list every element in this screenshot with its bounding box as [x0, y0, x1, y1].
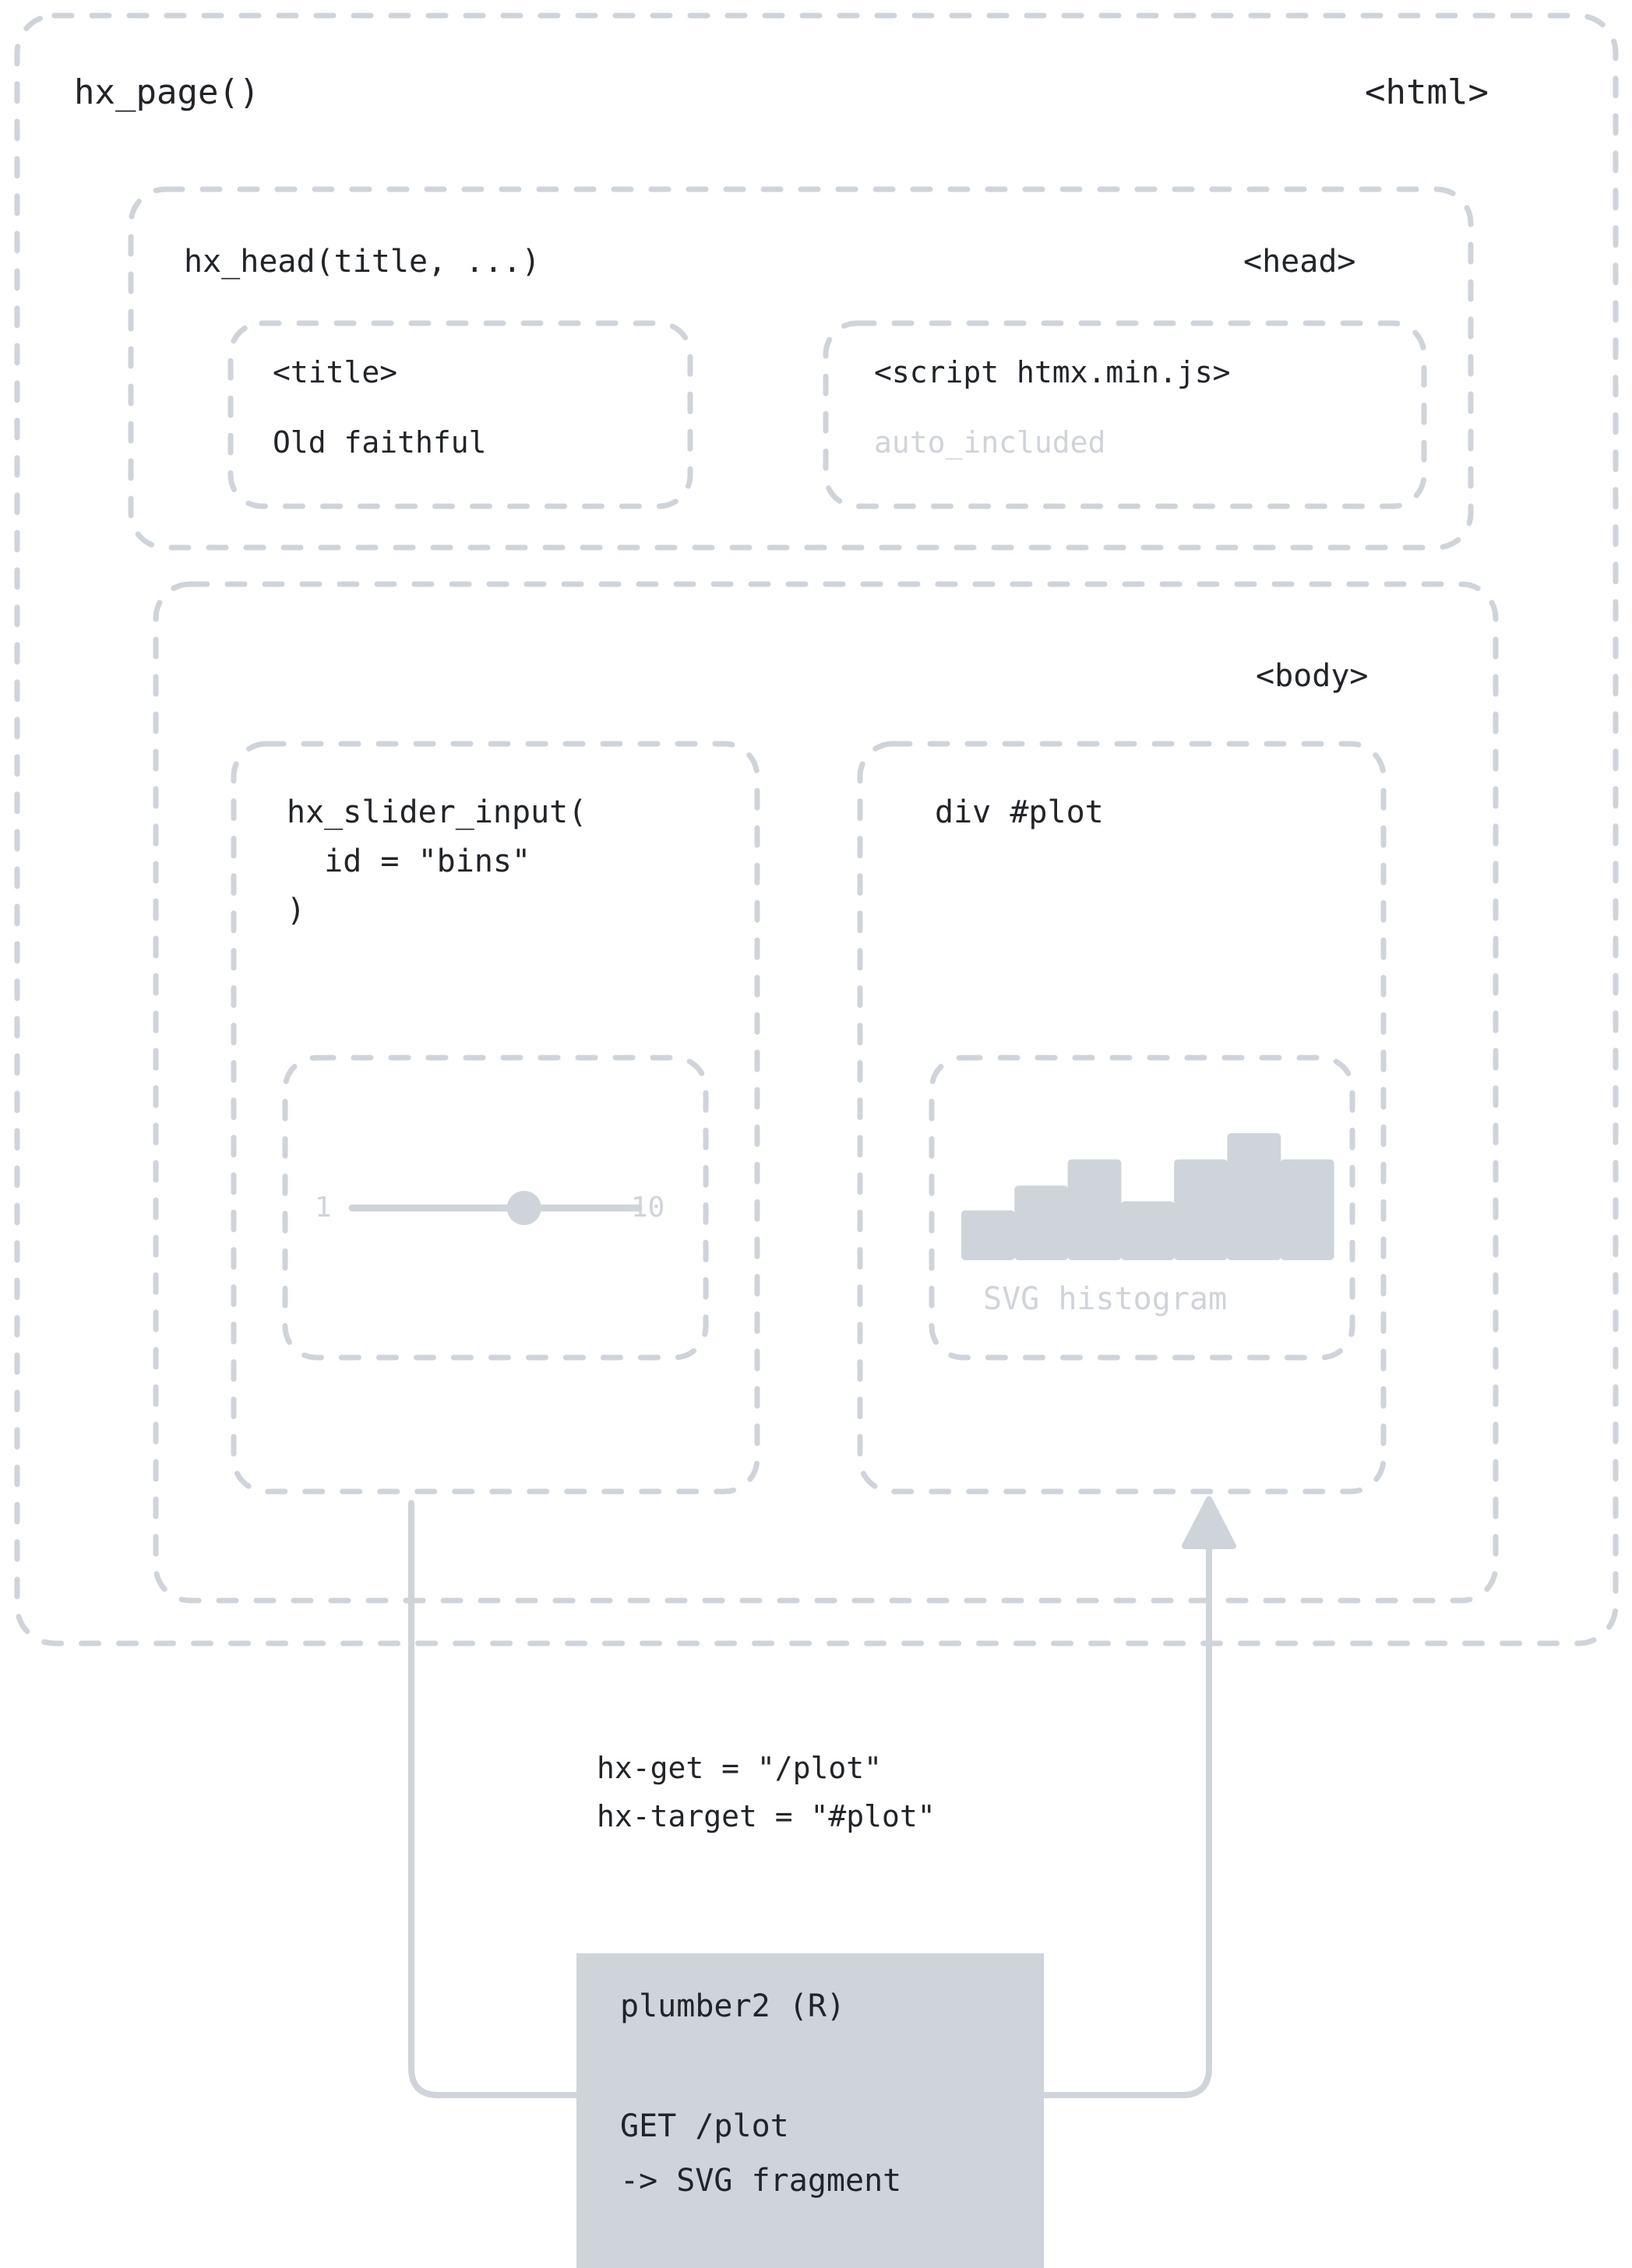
histogram-caption: SVG histogram	[983, 1281, 1228, 1317]
server-route-label: GET /plot	[620, 2108, 789, 2144]
slider-component-box-outline	[231, 741, 760, 1495]
connector-arrowhead-icon	[1182, 1496, 1236, 1549]
html-box-outline	[14, 12, 1619, 1646]
head-tag-label: <head>	[1243, 244, 1356, 280]
script-element-label: <script htmx.min.js>	[874, 355, 1231, 389]
histogram-bar	[1067, 1159, 1122, 1260]
plot-div-box-outline	[857, 741, 1387, 1495]
hx-get-annotation: hx-get = "/plot"	[597, 1751, 883, 1785]
slider-thumb[interactable]	[506, 1191, 541, 1225]
title-element-label: <title>	[273, 355, 398, 389]
histogram-bar	[1014, 1185, 1069, 1260]
html-box-function-label: hx_page()	[74, 72, 260, 112]
server-box	[576, 1953, 1044, 2268]
histogram-bar	[1120, 1201, 1175, 1260]
slider-widget-box-outline	[282, 1055, 709, 1361]
connector-server-to-plot	[1041, 1527, 1212, 2098]
slider-min-label: 1	[315, 1192, 332, 1224]
body-tag-label: <body>	[1256, 658, 1369, 694]
histogram-bars	[961, 1133, 1334, 1260]
html-tag-label: <html>	[1365, 72, 1489, 112]
slider-input-call-line-2: id = "bins"	[287, 843, 531, 879]
script-auto-included-note: auto_included	[874, 425, 1106, 460]
histogram-bar	[1280, 1159, 1334, 1260]
slider-max-label: 10	[631, 1192, 665, 1224]
plot-div-label: div #plot	[935, 794, 1104, 830]
server-name-label: plumber2 (R)	[620, 1988, 845, 2024]
slider-input-call-line-1: hx_slider_input(	[287, 794, 587, 830]
title-element-value: Old faithful	[273, 425, 487, 460]
connector-slider-to-server	[408, 1500, 580, 2098]
hx-target-annotation: hx-target = "#plot"	[597, 1799, 936, 1833]
histogram-bar	[961, 1210, 1015, 1260]
head-box-function-label: hx_head(title, ...)	[184, 244, 541, 280]
histogram-bar	[1227, 1133, 1281, 1260]
body-box-outline	[153, 581, 1499, 1604]
slider-input-call-line-3: )	[287, 893, 306, 928]
script-box-outline	[823, 320, 1427, 509]
server-response-label: -> SVG fragment	[620, 2163, 902, 2199]
histogram-bar	[1174, 1159, 1228, 1260]
head-box-outline	[128, 186, 1474, 551]
histogram-placeholder-box-outline	[929, 1055, 1355, 1361]
title-box-outline	[227, 320, 693, 509]
